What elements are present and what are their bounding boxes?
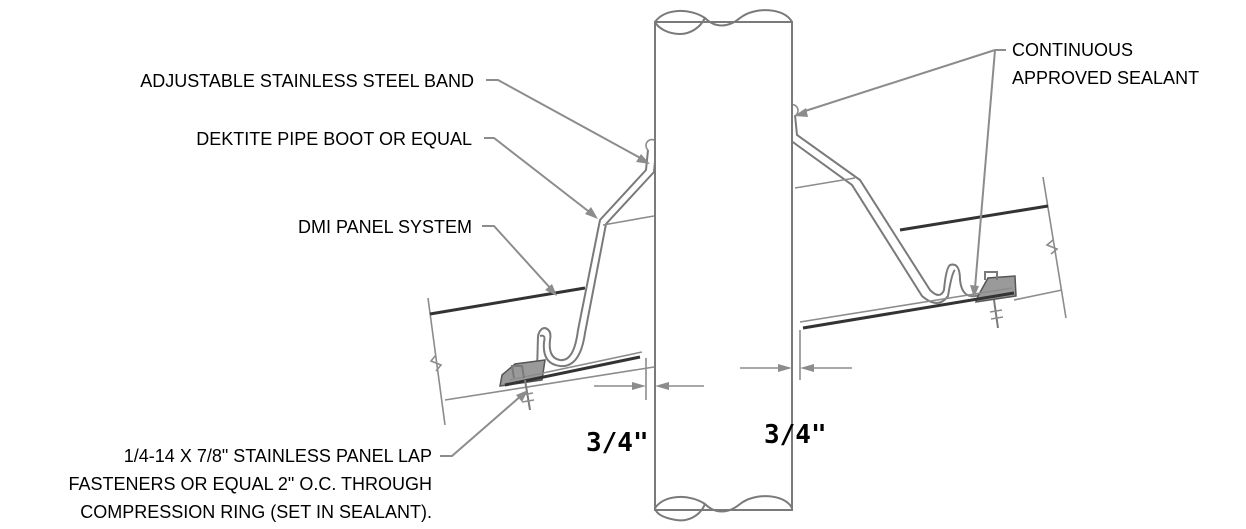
dimension-left-label: 3/4" bbox=[586, 428, 649, 458]
label-band: ADJUSTABLE STAINLESS STEEL BAND bbox=[140, 71, 474, 91]
dimension-right bbox=[740, 330, 852, 380]
label-boot: DEKTITE PIPE BOOT OR EQUAL bbox=[196, 129, 472, 149]
label-sealant-line1: CONTINUOUS bbox=[1012, 40, 1133, 60]
dimension-left bbox=[594, 358, 704, 400]
pipe-boot-left bbox=[499, 138, 659, 411]
label-fastener-line3: COMPRESSION RING (SET IN SEALANT). bbox=[80, 502, 432, 522]
pipe-boot-right bbox=[785, 103, 1017, 330]
label-panel: DMI PANEL SYSTEM bbox=[298, 217, 472, 237]
roof-panel-left bbox=[427, 286, 655, 426]
pipe bbox=[654, 9, 793, 522]
leader-boot bbox=[484, 137, 598, 219]
leader-sealant bbox=[794, 49, 1006, 298]
roof-panel-right bbox=[899, 176, 1067, 319]
leader-panel bbox=[482, 225, 557, 296]
label-fastener-line2: FASTENERS OR EQUAL 2" O.C. THROUGH bbox=[69, 474, 432, 494]
label-sealant-line2: APPROVED SEALANT bbox=[1012, 68, 1199, 88]
leader-band bbox=[486, 79, 650, 164]
leader-fastener bbox=[440, 390, 528, 457]
label-fastener-line1: 1/4-14 X 7/8" STAINLESS PANEL LAP bbox=[124, 446, 432, 466]
dimension-right-label: 3/4" bbox=[764, 420, 827, 450]
